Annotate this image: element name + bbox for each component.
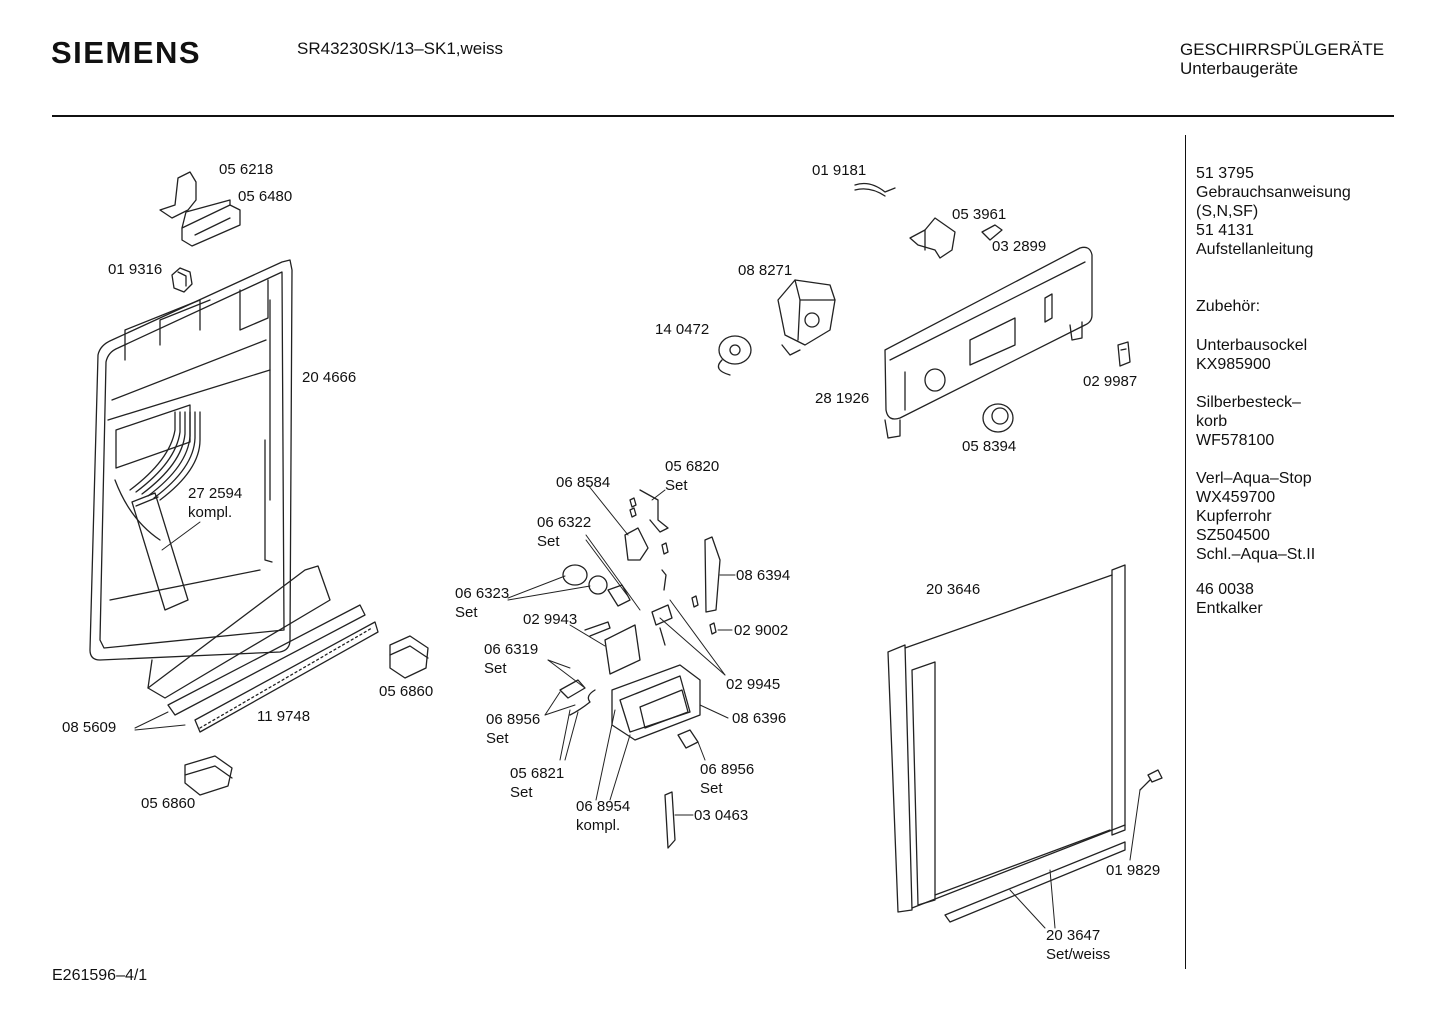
part-label: Set/weiss bbox=[1046, 946, 1111, 963]
part-label: 20 4666 bbox=[302, 369, 357, 386]
part-label: 28 1926 bbox=[815, 390, 870, 407]
part-label: 02 9945 bbox=[726, 676, 781, 693]
part-label: 02 9002 bbox=[734, 622, 789, 639]
part-label: 05 3961 bbox=[952, 206, 1007, 223]
sidebar-line: Schl.–Aqua–St.II bbox=[1196, 546, 1316, 563]
hinge-bracket-part bbox=[159, 171, 241, 247]
part-label: 08 6396 bbox=[732, 710, 787, 727]
part-label: 06 8956 bbox=[486, 711, 541, 728]
sidebar-line: (S,N,SF) bbox=[1196, 203, 1259, 220]
part-label: 06 8956 bbox=[700, 761, 755, 778]
part-label: 06 6319 bbox=[484, 641, 539, 658]
door-clip-part bbox=[171, 267, 193, 293]
header-rule bbox=[52, 115, 1394, 117]
part-label: 02 9943 bbox=[523, 611, 578, 628]
sidebar-line: Kupferrohr bbox=[1196, 508, 1272, 525]
part-label: 11 9748 bbox=[257, 708, 311, 725]
part-label: 02 9987 bbox=[1083, 373, 1138, 390]
part-label: Set bbox=[486, 730, 509, 747]
part-label: 06 8954 bbox=[576, 798, 631, 815]
sidebar-line: 51 4131 bbox=[1196, 222, 1254, 239]
part-label: 20 3647 bbox=[1046, 927, 1101, 944]
sidebar-line: Silberbesteck– bbox=[1196, 394, 1301, 411]
sidebar-line: WF578100 bbox=[1196, 432, 1275, 449]
part-label: 03 2899 bbox=[992, 238, 1047, 255]
part-label: 01 9316 bbox=[108, 261, 163, 278]
sidebar-line: Zubehör: bbox=[1196, 298, 1261, 315]
sidebar-line: korb bbox=[1196, 413, 1228, 430]
part-label: 08 6394 bbox=[736, 567, 791, 584]
part-label: 06 8584 bbox=[556, 474, 611, 491]
sidebar-line: KX985900 bbox=[1196, 356, 1271, 373]
part-label: 05 6860 bbox=[379, 683, 434, 700]
part-label: 03 0463 bbox=[694, 807, 749, 824]
part-label: 14 0472 bbox=[655, 321, 710, 338]
part-label: 08 8271 bbox=[738, 262, 793, 279]
bottom-rail-part bbox=[147, 565, 379, 733]
sidebar-line: 46 0038 bbox=[1196, 581, 1254, 598]
part-label: 05 6860 bbox=[141, 795, 196, 812]
small-latch-part bbox=[981, 224, 1003, 241]
panel-clip-part bbox=[909, 217, 956, 259]
sensor-wire-part bbox=[854, 182, 896, 197]
part-label: 08 5609 bbox=[62, 719, 117, 736]
part-label: 05 6218 bbox=[219, 161, 274, 178]
sidebar-line: Verl–Aqua–Stop bbox=[1196, 470, 1312, 487]
part-label: 20 3646 bbox=[926, 581, 981, 598]
part-label: 27 2594 bbox=[188, 485, 243, 502]
part-label: 01 9829 bbox=[1106, 862, 1161, 879]
brand-logo: SIEMENS bbox=[51, 35, 202, 70]
subcategory-title: Unterbaugeräte bbox=[1180, 59, 1299, 78]
part-label: 05 8394 bbox=[962, 438, 1017, 455]
sidebar-line: 51 3795 bbox=[1196, 165, 1254, 182]
part-label: kompl. bbox=[576, 817, 621, 834]
part-label: 05 6820 bbox=[665, 458, 720, 475]
part-label: 05 6480 bbox=[238, 188, 293, 205]
part-label: 06 6323 bbox=[455, 585, 510, 602]
side-clip-part bbox=[1117, 341, 1131, 367]
part-label: Set bbox=[510, 784, 533, 801]
drawing-code: E261596–4/1 bbox=[52, 967, 148, 984]
control-knob-part bbox=[717, 335, 752, 376]
part-label: 06 6322 bbox=[537, 514, 592, 531]
model-title: SR43230SK/13–SK1,weiss bbox=[297, 39, 504, 58]
door-latch-assembly-part bbox=[559, 489, 721, 849]
part-label: 05 6821 bbox=[510, 765, 565, 782]
sidebar-line: Aufstellanleitung bbox=[1196, 241, 1314, 258]
part-label: Set bbox=[700, 780, 723, 797]
part-label: Set bbox=[484, 660, 507, 677]
part-label: kompl. bbox=[188, 504, 233, 521]
sidebar-line: Entkalker bbox=[1196, 600, 1263, 617]
program-timer-part bbox=[777, 279, 836, 356]
frame-screw-part bbox=[1139, 769, 1163, 791]
sidebar-line: Gebrauchsanweisung bbox=[1196, 184, 1351, 201]
end-cap-part bbox=[184, 635, 429, 796]
cable-cover-part bbox=[131, 492, 189, 611]
part-label: Set bbox=[537, 533, 560, 550]
sidebar-line: WX459700 bbox=[1196, 489, 1276, 506]
part-label: 01 9181 bbox=[812, 162, 867, 179]
category-title: GESCHIRRSPÜLGERÄTE bbox=[1180, 40, 1385, 59]
part-label: Set bbox=[665, 477, 688, 494]
door-frame-part bbox=[887, 564, 1126, 923]
part-label: Set bbox=[455, 604, 478, 621]
sidebar-divider bbox=[1185, 135, 1186, 969]
control-panel-part bbox=[884, 246, 1093, 439]
inner-door-panel-part bbox=[89, 259, 293, 661]
sidebar-line: Unterbausockel bbox=[1196, 337, 1308, 354]
leader-lines bbox=[134, 484, 1141, 929]
push-button-part bbox=[982, 403, 1014, 433]
sidebar-line: SZ504500 bbox=[1196, 527, 1270, 544]
